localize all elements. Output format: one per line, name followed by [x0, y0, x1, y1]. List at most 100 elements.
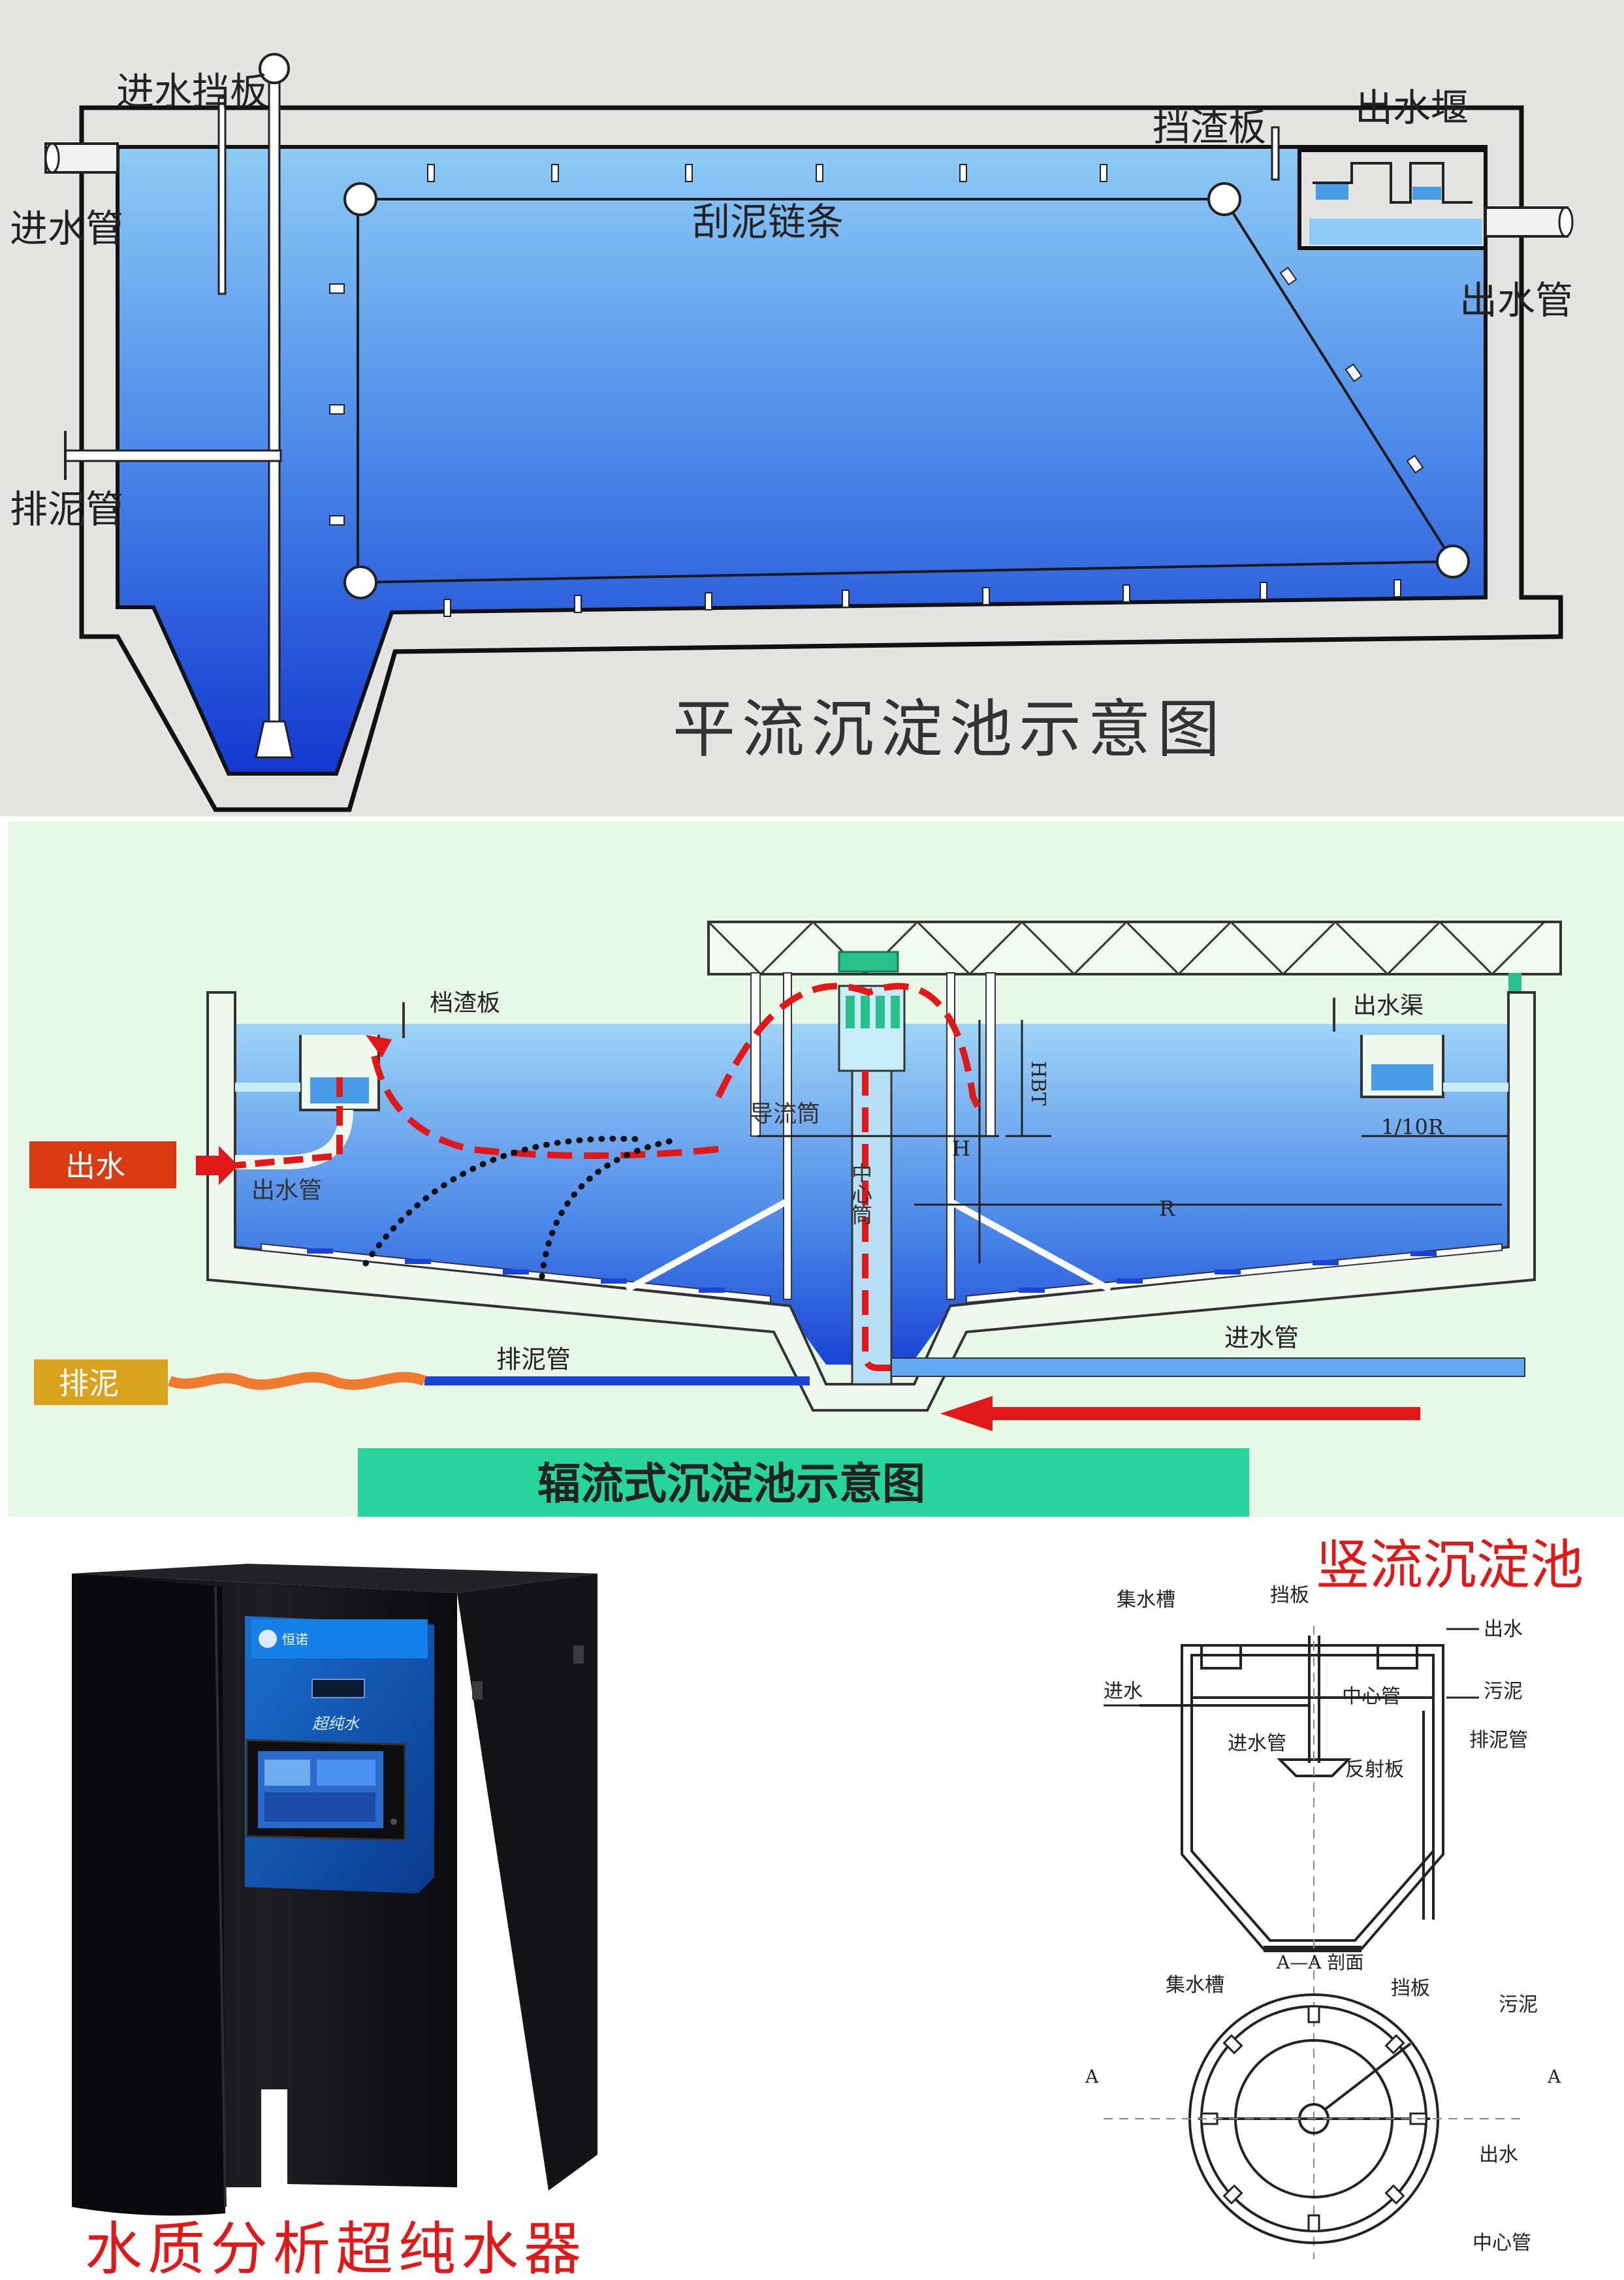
- lcd-display: [311, 1679, 365, 1698]
- label-sludge: 污泥: [1484, 1680, 1523, 1703]
- label-section-a-right: A: [1547, 2066, 1561, 2087]
- label-collect-trough-2: 集水槽: [1166, 1974, 1224, 1997]
- label-sludge-2: 污泥: [1499, 1993, 1538, 2016]
- label-dim-hbt: HBT: [1027, 1061, 1049, 1105]
- outlet-flow-path: [369, 1044, 719, 1159]
- label-radial-sludge-pipe: 排泥管: [496, 1345, 571, 1374]
- distributor-slots: [846, 996, 900, 1028]
- cabinet-left-column: [72, 1574, 225, 2216]
- support-strut-left: [625, 1198, 789, 1293]
- support-strut-right: [948, 1198, 1112, 1293]
- label-scum-baffle: 挡渣板: [1153, 105, 1266, 150]
- panel-radial-sedimentation-tank: 出水 排泥 档渣板 出水渠 导流筒 中心筒 出水管 排泥管 进水管 H HBT …: [8, 821, 1624, 1517]
- device-brand: 恒诺: [282, 1632, 308, 1647]
- label-section-caption: A—A 剖面: [1276, 1952, 1363, 1973]
- riser-top-valve: [259, 53, 290, 84]
- label-radial-outlet-pipe: 出水管: [251, 1177, 322, 1204]
- guide-cylinder-left: [750, 972, 761, 1137]
- label-baffle-2: 挡板: [1391, 1977, 1430, 2000]
- weir-water-2: [1412, 187, 1441, 200]
- screen-widget-2: [317, 1760, 375, 1786]
- radial-inlet-pipe: [891, 1357, 1525, 1377]
- outlet-tag-text: 出水: [65, 1148, 125, 1184]
- inlet-pipe-end: [44, 142, 60, 174]
- label-dim-tenth-r: 1/10R: [1381, 1115, 1444, 1139]
- label-center-pipe: 中心筒: [848, 1162, 873, 1225]
- dimension-lines: [757, 1020, 1508, 1263]
- chain-sprocket-top-right: [1207, 182, 1241, 216]
- side-latch-2: [573, 1645, 584, 1664]
- cabinet-side: [457, 1574, 597, 2191]
- label-collect-trough: 集水槽: [1117, 1589, 1175, 1611]
- outlet-pipe-end: [1558, 206, 1574, 238]
- scraper-blade-marks: [307, 1248, 1437, 1293]
- sludge-riser-pipe: [268, 71, 281, 726]
- panel-vertical-sedimentation-tank: 竖流沉淀池: [1085, 1534, 1584, 2259]
- outlet-pipe-flow: [234, 1077, 343, 1169]
- sludge-path-2: [539, 1136, 682, 1280]
- weir-water-1: [1316, 184, 1348, 200]
- weir-channel-water: [1309, 219, 1482, 245]
- chain-sprocket-top-left: [343, 182, 377, 216]
- panel2-title-band: [358, 1448, 1249, 1517]
- tank-water: [116, 145, 1488, 776]
- plan-view-baffles: [1200, 2005, 1427, 2232]
- screen-widget-1: [264, 1760, 310, 1786]
- label-dim-h: H: [952, 1136, 970, 1161]
- radial-sludge-pipe: [424, 1376, 810, 1385]
- label-baffle: 挡板: [1270, 1584, 1309, 1607]
- panel4-title: 竖流沉淀池: [1316, 1534, 1584, 1596]
- label-inlet-pipe-v: 进水管: [1228, 1732, 1286, 1755]
- right-channel-water: [1371, 1064, 1433, 1090]
- panel-ultrapure-water-device: 恒诺 超纯水 水质分析超纯水器: [72, 1564, 597, 2280]
- label-radial-inlet-pipe: 进水管: [1224, 1323, 1299, 1352]
- panel2-title: 辐流式沉淀池示意图: [537, 1459, 925, 1509]
- outlet-pipe-shape: [1484, 206, 1568, 238]
- screen-widget-3: [264, 1792, 375, 1822]
- scraper-flights: [329, 164, 1424, 617]
- label-sludge-pipe: 排泥管: [10, 487, 123, 531]
- guide-cylinder-right: [985, 972, 996, 1137]
- side-latch-1: [472, 1681, 483, 1700]
- sludge-path-1: [362, 1135, 643, 1267]
- blue-panel-header: [251, 1619, 428, 1658]
- label-radial-scum-baffle: 档渣板: [430, 990, 500, 1017]
- panel1-title: 平流沉淀池示意图: [673, 693, 1226, 766]
- scum-baffle-shape: [1271, 126, 1280, 181]
- screen-button[interactable]: [390, 1818, 397, 1825]
- label-center-pipe-v: 中心管: [1342, 1685, 1401, 1708]
- vertical-tank-section: [1139, 1636, 1444, 1950]
- label-dim-r: R: [1159, 1196, 1175, 1221]
- bridge-wheel: [1508, 973, 1521, 992]
- label-inlet-baffle: 进水挡板: [116, 69, 268, 114]
- label-guide-cylinder: 导流筒: [750, 1101, 820, 1128]
- intake-arrow: [940, 1396, 1420, 1431]
- outlet-tag: [29, 1141, 176, 1188]
- device-screen-text: 超纯水: [312, 1715, 360, 1733]
- outlet-weir-teeth: [1313, 162, 1473, 204]
- tank-outer-wall: [79, 105, 1563, 812]
- sludge-discharge-flow: [168, 1372, 426, 1390]
- label-inlet: 进水: [1104, 1680, 1143, 1703]
- label-outlet-2: 出水: [1479, 2144, 1518, 2166]
- chain-sprocket-bottom-right: [1436, 545, 1470, 578]
- inflow-path-center: [862, 1071, 1378, 1371]
- label-sludge-pipe-v: 排泥管: [1469, 1729, 1528, 1752]
- brand-logo-icon: [259, 1630, 277, 1648]
- inlet-baffle-shape: [217, 97, 227, 295]
- chain-sprocket-bottom-left: [343, 565, 377, 599]
- panel-horizontal-sedimentation-tank: 进水挡板 进水管 排泥管 挡渣板 出水堰 出水管 刮泥链条 平流沉淀池示意图: [0, 0, 1624, 816]
- drive-motor: [838, 951, 899, 973]
- label-outlet-channel: 出水渠: [1353, 992, 1424, 1019]
- sludge-pipe-shape: [64, 449, 282, 462]
- label-outlet: 出水: [1484, 1618, 1523, 1641]
- sludge-tag: [34, 1359, 168, 1405]
- cabinet-top: [72, 1564, 597, 1593]
- label-section-a-left: A: [1085, 2066, 1099, 2087]
- device-caption: 水质分析超纯水器: [85, 2215, 586, 2280]
- outlet-arrow: [196, 1146, 238, 1185]
- label-outlet-weir: 出水堰: [1355, 86, 1469, 130]
- column-edge-highlight: [214, 1586, 227, 2208]
- center-distributor: [838, 985, 906, 1072]
